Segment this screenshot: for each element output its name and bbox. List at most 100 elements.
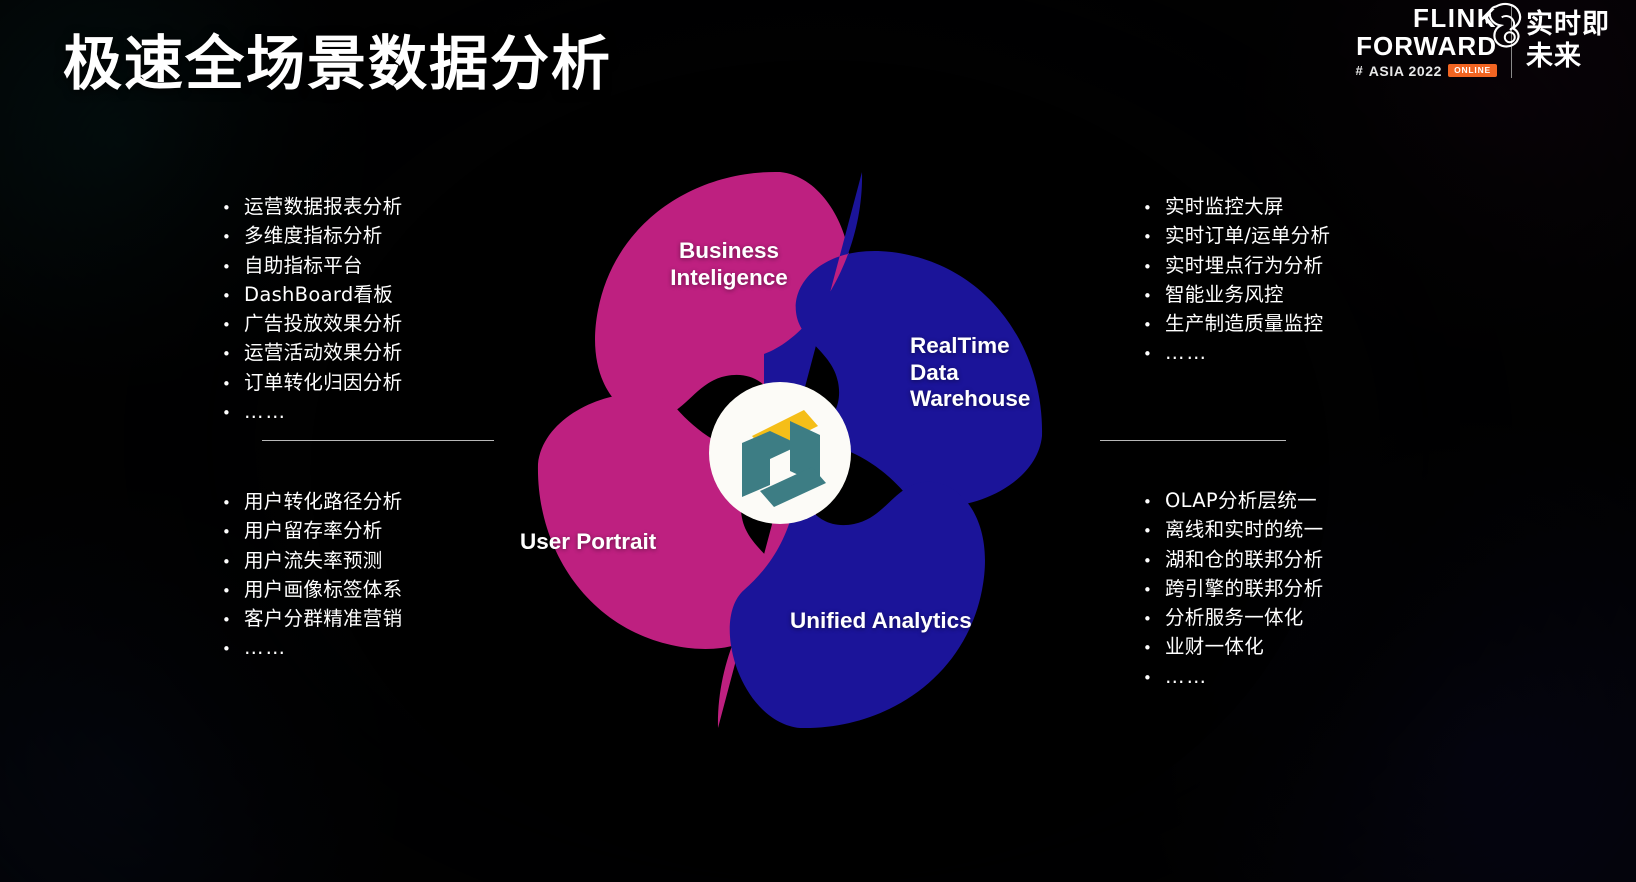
list-item: • 客户分群精准营销 — [222, 605, 402, 634]
left-divider-rule — [262, 440, 494, 441]
bullet-point-icon: • — [222, 640, 231, 659]
bullet-point-icon: • — [222, 404, 231, 423]
list-item-label: …… — [244, 400, 287, 424]
list-item-label: 实时埋点行为分析 — [1165, 253, 1324, 277]
list-item: • 实时监控大屏 — [1143, 193, 1330, 222]
bullet-point-icon: • — [222, 581, 231, 600]
bullet-point-icon: • — [222, 552, 231, 571]
logo-line-flink: FLINK — [1412, 2, 1497, 33]
list-item: • 智能业务风控 — [1143, 281, 1330, 310]
logo-online-badge: ONLINE — [1448, 63, 1497, 78]
bullet-point-icon: • — [222, 374, 231, 393]
list-item-label: 多维度指标分析 — [244, 224, 383, 248]
list-item-label: 智能业务风控 — [1165, 282, 1284, 306]
logo-event-name: ASIA 2022 — [1368, 62, 1443, 79]
bullet-point-icon: • — [222, 345, 231, 364]
list-item-label: OLAP分析层统一 — [1165, 489, 1317, 512]
bullet-point-icon: • — [1143, 610, 1152, 629]
list-item: • 实时订单/运单分析 — [1143, 222, 1330, 251]
list-item: • 订单转化归因分析 — [222, 369, 402, 398]
bullet-list-top-left: • 运营数据报表分析 • 多维度指标分析 • 自助指标平台 • DashBoard看板 • 广告投… — [222, 193, 402, 427]
list-item-label: 运营数据报表分析 — [244, 195, 403, 218]
list-item-label: 广告投放效果分析 — [244, 312, 403, 336]
bullet-point-icon: • — [222, 199, 231, 217]
list-item: • 广告投放效果分析 — [222, 310, 402, 339]
slogan-line-1: 实时即 — [1526, 9, 1610, 41]
list-item: • 实时埋点行为分析 — [1143, 252, 1330, 281]
list-item: • 湖和仓的联邦分析 — [1143, 546, 1323, 575]
list-item: • 业财一体化 — [1143, 633, 1323, 662]
bullet-point-icon: • — [1143, 316, 1152, 335]
list-item-label: 用户画像标签体系 — [244, 577, 403, 601]
bullet-point-icon: • — [1143, 493, 1152, 511]
list-item: •跨引擎的联邦分析 — [1143, 575, 1323, 604]
list-item-label: 实时订单/运单分析 — [1165, 224, 1331, 248]
list-item-label: DashBoard看板 — [244, 282, 394, 306]
chinese-slogan: 实时即 未来 — [1526, 9, 1610, 72]
list-item-label: 用户转化路径分析 — [244, 490, 403, 513]
bullet-point-icon: • — [1143, 668, 1152, 687]
list-item: • DashBoard看板 — [222, 281, 402, 310]
list-item-label: 分析服务一体化 — [1165, 606, 1304, 630]
bullet-point-icon: • — [1143, 522, 1152, 541]
bullet-point-icon: • — [1143, 551, 1152, 570]
list-item: • 用户转化路径分析 — [222, 488, 402, 517]
list-item-label: 订单转化归因分析 — [244, 370, 403, 394]
bullet-list-bottom-right: •OLAP分析层统一•离线和实时的统一•湖和仓的联邦分析•跨引擎的联邦分析•分析… — [1143, 487, 1323, 692]
list-item: • 离线和实时的统一 — [1143, 516, 1323, 545]
bullet-list-top-right: • 实时监控大屏 • 实时订单/运单分析 • 实时埋点行为分析 • 智能业务风控 • 生产制造质量… — [1143, 193, 1330, 369]
list-item-label: 业财一体化 — [1165, 635, 1265, 659]
bullet-point-icon: • — [1143, 199, 1152, 217]
bullet-point-icon: • — [1143, 639, 1152, 658]
list-item-label: …… — [244, 636, 287, 660]
list-item-label: 离线和实时的统一 — [1165, 518, 1324, 542]
bullet-point-icon: • — [1143, 345, 1152, 364]
list-item: • …… — [222, 634, 402, 663]
slide-title: 极速全场景数据分析 — [63, 31, 613, 97]
list-item-label: 湖和仓的联邦分析 — [1165, 547, 1324, 571]
list-item-label: 用户流失率预测 — [244, 548, 383, 572]
bullet-point-icon: • — [222, 523, 231, 542]
list-item-label: 自助指标平台 — [244, 253, 363, 277]
bullet-point-icon: • — [222, 611, 231, 630]
list-item-label: 生产制造质量监控 — [1165, 312, 1324, 336]
logo-line-forward: FORWARD — [1356, 30, 1497, 61]
list-item: • 多维度指标分析 — [222, 222, 402, 251]
right-divider-rule — [1100, 440, 1286, 441]
list-item-label: 运营活动效果分析 — [244, 341, 403, 365]
list-item-label: 客户分群精准营销 — [244, 607, 403, 631]
bullet-point-icon: • — [222, 286, 231, 305]
list-item: • …… — [1143, 339, 1330, 368]
event-logo: FLINK FORWARD # ASIA 2022 ONLINE 实时即 未来 — [1355, 2, 1610, 79]
bullet-point-icon: • — [1143, 286, 1152, 305]
flink-squirrel-icon — [1485, 2, 1522, 48]
list-item: • 运营数据报表分析 — [222, 193, 402, 222]
list-item-label: 跨引擎的联邦分析 — [1165, 576, 1324, 600]
bullet-point-icon: • — [222, 316, 231, 335]
list-item: • …… — [222, 398, 402, 427]
flink-forward-logo: FLINK FORWARD # ASIA 2022 ONLINE — [1355, 2, 1522, 79]
bullet-point-icon: • — [222, 257, 231, 276]
list-item-label: 用户留存率分析 — [244, 519, 383, 543]
list-item: • 生产制造质量监控 — [1143, 310, 1330, 339]
bullet-point-icon: • — [222, 228, 231, 247]
slogan-line-2: 未来 — [1526, 40, 1582, 72]
list-item: • 运营活动效果分析 — [222, 339, 402, 368]
list-item-label: 实时监控大屏 — [1165, 195, 1284, 218]
list-item: • 用户流失率预测 — [222, 547, 402, 576]
bullet-point-icon: • — [1143, 257, 1152, 276]
logo-hash: # — [1355, 63, 1363, 78]
list-item: • …… — [1143, 663, 1323, 692]
list-item: • 用户留存率分析 — [222, 517, 402, 546]
bullet-point-icon: • — [1143, 228, 1152, 247]
list-item: • 用户画像标签体系 — [222, 576, 402, 605]
list-item-label: …… — [1165, 341, 1208, 365]
list-item: • 自助指标平台 — [222, 252, 402, 281]
list-item: • OLAP分析层统一 — [1143, 487, 1323, 516]
list-item: • 分析服务一体化 — [1143, 604, 1323, 633]
bullet-point-icon: • — [222, 494, 231, 512]
list-item-label: …… — [1165, 664, 1208, 688]
starrocks-logo-icon — [709, 382, 851, 524]
bullet-list-bottom-left: • 用户转化路径分析 • 用户留存率分析 • 用户流失率预测 • 用户画像标签体系 • 客户分群精… — [222, 488, 402, 664]
